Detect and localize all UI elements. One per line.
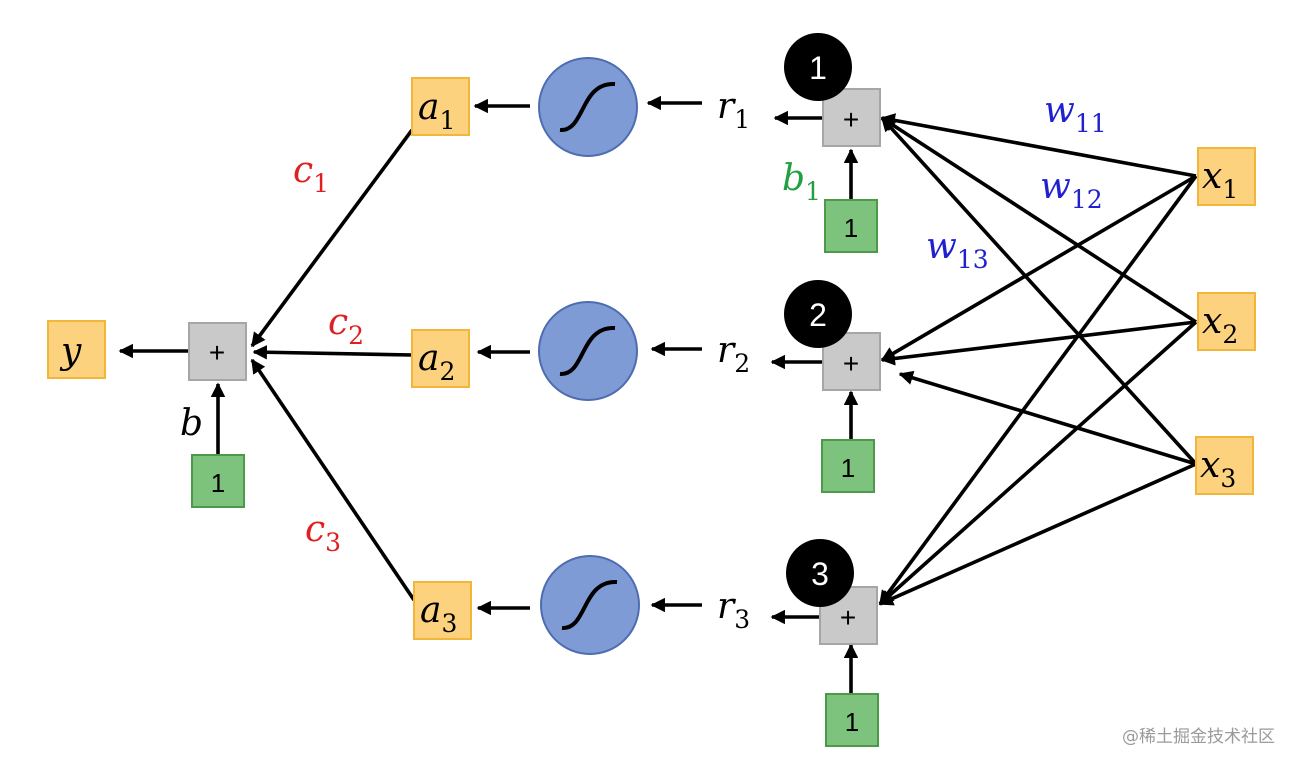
node-y: y	[47, 320, 106, 379]
weight-c3-label: c3	[305, 509, 341, 557]
edge-x1-sum1	[880, 113, 1197, 178]
edge-a2-sum	[252, 345, 413, 360]
node-r1: r1	[717, 86, 750, 134]
badge-1: 1	[784, 33, 852, 101]
node-x2: x2	[1197, 292, 1256, 351]
edge-x2-sum1	[880, 116, 1197, 324]
sum-1: +	[822, 88, 881, 147]
edge-x2-sum2	[880, 320, 1197, 366]
node-a2: a2	[411, 329, 470, 388]
bias-b1-label: b1	[782, 158, 821, 206]
node-x3: x3	[1195, 436, 1254, 495]
node-a1: a1	[411, 77, 470, 136]
sigmoid-curve-icon	[561, 579, 618, 630]
const-2: 1	[821, 439, 875, 493]
bias-b-label: b	[180, 403, 203, 444]
weight-w13-label: w13	[926, 226, 989, 274]
const-3: 1	[825, 693, 879, 747]
weight-c2-label: c2	[328, 302, 364, 350]
badge-2: 2	[784, 280, 852, 348]
sigmoid-curve-icon	[559, 325, 616, 376]
sigmoid-3	[540, 555, 640, 655]
svg-text:1: 1	[841, 453, 855, 483]
svg-text:1: 1	[844, 213, 858, 243]
sum-output: +	[188, 322, 247, 381]
edge-a3-sum	[250, 358, 416, 602]
edge-a1-sum	[250, 128, 414, 348]
edge-x3-sum2	[898, 370, 1197, 466]
edge-x1-sum2	[880, 174, 1197, 362]
weight-c1-label: c1	[293, 150, 329, 198]
node-y-label: y	[59, 331, 82, 372]
svg-text:x2: x2	[1202, 301, 1238, 349]
svg-text:+: +	[843, 104, 859, 135]
input-edges	[878, 113, 1198, 606]
weight-w11-label: w11	[1044, 90, 1107, 138]
badge-3: 3	[786, 539, 854, 607]
sigmoid-2	[538, 301, 638, 401]
svg-text:1: 1	[809, 50, 827, 86]
svg-text:a2: a2	[418, 338, 455, 386]
node-r3: r3	[717, 586, 750, 634]
const-output: 1	[191, 454, 245, 508]
edge-x3-sum1	[880, 116, 1198, 466]
node-r2: r2	[717, 330, 750, 378]
edge-x1-sum3	[878, 174, 1198, 606]
watermark: @稀土掘金技术社区	[1122, 727, 1275, 747]
edge-x2-sum3	[878, 320, 1198, 606]
sum-output-symbol: +	[209, 337, 225, 368]
sigmoid-curve-icon	[559, 81, 616, 132]
svg-text:x1: x1	[1202, 156, 1238, 204]
weight-w12-label: w12	[1040, 166, 1103, 214]
svg-text:2: 2	[809, 297, 827, 333]
node-a3: a3	[413, 581, 472, 640]
svg-text:x3: x3	[1200, 445, 1236, 493]
edge-x3-sum3	[878, 462, 1197, 606]
svg-text:+: +	[843, 348, 859, 379]
node-x1: x1	[1197, 147, 1256, 206]
svg-text:1: 1	[845, 707, 859, 737]
svg-text:a1: a1	[418, 87, 455, 135]
svg-text:+: +	[840, 602, 856, 633]
const-output-label: 1	[211, 468, 225, 498]
svg-text:a3: a3	[420, 590, 457, 638]
sigmoid-1	[538, 57, 638, 157]
const-1: 1	[824, 199, 878, 253]
svg-text:3: 3	[811, 556, 829, 592]
